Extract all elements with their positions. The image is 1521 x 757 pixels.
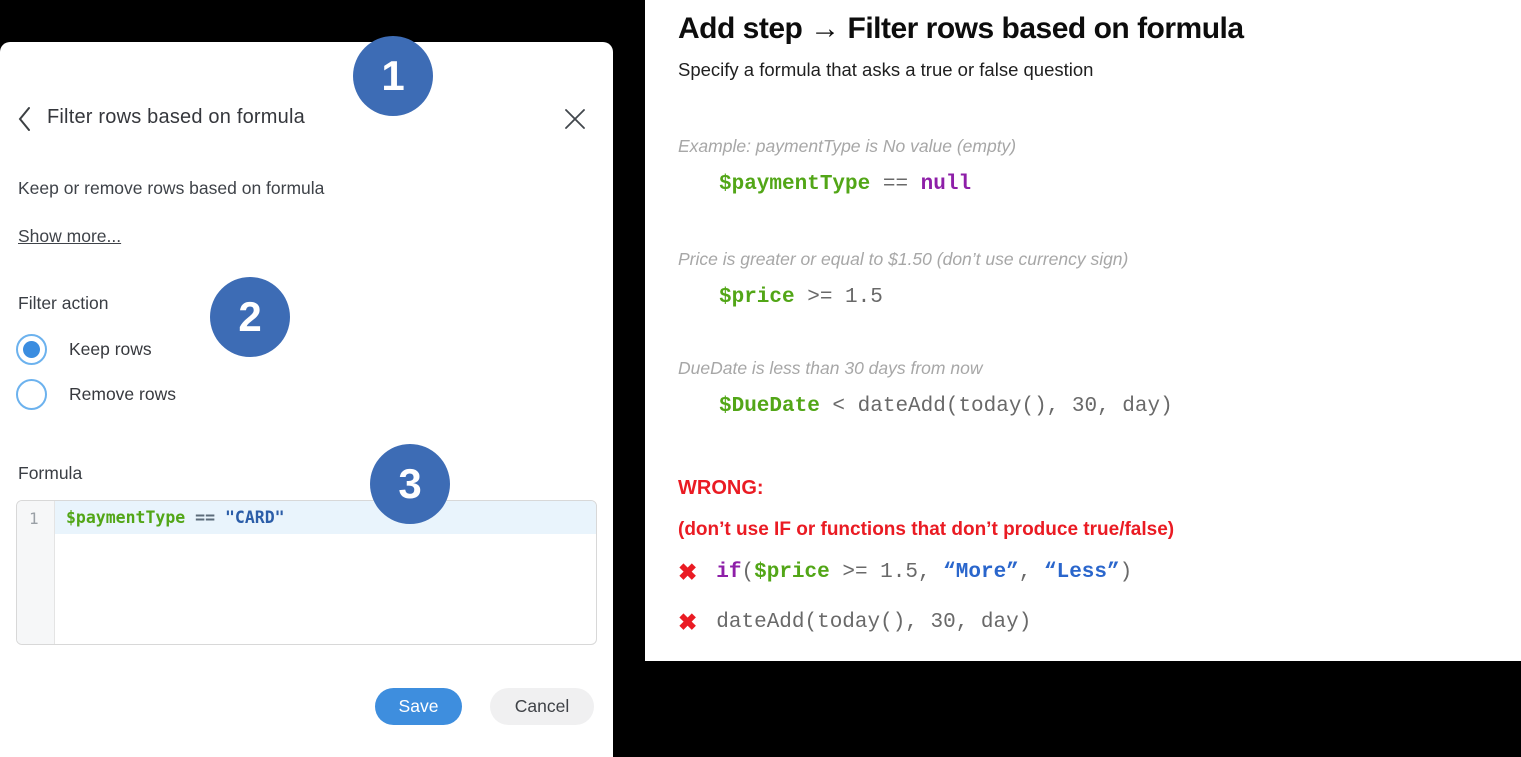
example-code-1: $paymentType == null — [719, 173, 972, 196]
wrong-note: (don’t use IF or functions that don’t pr… — [678, 519, 1175, 540]
radio-button-icon — [16, 333, 47, 365]
dialog-description: Keep or remove rows based on formula — [18, 178, 325, 198]
editor-active-line[interactable]: $paymentType == "CARD" — [55, 501, 596, 534]
example-caption-2: Price is greater or equal to $1.50 (don’… — [678, 249, 1129, 269]
editor-gutter: 1 — [17, 501, 55, 644]
example-caption-1: Example: paymentType is No value (empty) — [678, 136, 1017, 156]
cancel-button[interactable]: Cancel — [490, 688, 594, 725]
chevron-left-icon — [17, 106, 43, 132]
example-code-2: $price >= 1.5 — [719, 286, 883, 309]
wrong-heading: WRONG: — [678, 477, 764, 499]
step-badge-1: 1 — [353, 36, 433, 116]
formula-editor[interactable]: 1 $paymentType == "CARD" — [16, 500, 597, 645]
x-mark-icon: ✖ — [678, 559, 698, 585]
wrong-code-1: if($price >= 1.5, “More”, “Less”) — [716, 561, 1133, 584]
x-mark-icon: ✖ — [678, 609, 698, 635]
editor-code-area[interactable]: $paymentType == "CARD" — [55, 501, 596, 644]
radio-label: Remove rows — [69, 383, 176, 404]
instructions-panel: Add step → Filter rows based on formula … — [645, 0, 1521, 661]
formula-label: Formula — [18, 463, 83, 483]
close-button[interactable] — [562, 105, 590, 133]
step-badge-2: 2 — [210, 277, 290, 357]
show-more-link[interactable]: Show more... — [18, 226, 122, 246]
example-caption-3: DueDate is less than 30 days from now — [678, 358, 983, 378]
panel-title: Add step → Filter rows based on formula — [678, 12, 1244, 45]
wrong-code-2: dateAdd(today(), 30, day) — [716, 611, 1032, 634]
radio-remove-rows[interactable]: Remove rows — [16, 378, 176, 410]
radio-keep-rows[interactable]: Keep rows — [16, 333, 152, 365]
step-badge-3: 3 — [370, 444, 450, 524]
dialog-title: Filter rows based on formula — [47, 106, 305, 128]
filter-action-label: Filter action — [18, 293, 109, 313]
radio-button-icon — [16, 378, 47, 410]
wrong-example-1: ✖ if($price >= 1.5, “More”, “Less”) — [678, 559, 1133, 585]
filter-rows-dialog: Filter rows based on formula Keep or rem… — [0, 42, 613, 757]
wrong-example-2: ✖ dateAdd(today(), 30, day) — [678, 609, 1032, 635]
close-icon — [562, 106, 590, 132]
radio-label: Keep rows — [69, 338, 152, 359]
line-number: 1 — [29, 509, 39, 528]
panel-subtitle: Specify a formula that asks a true or fa… — [678, 59, 1094, 80]
back-button[interactable] — [17, 105, 43, 133]
save-button[interactable]: Save — [375, 688, 462, 725]
example-code-3: $DueDate < dateAdd(today(), 30, day) — [719, 395, 1173, 418]
